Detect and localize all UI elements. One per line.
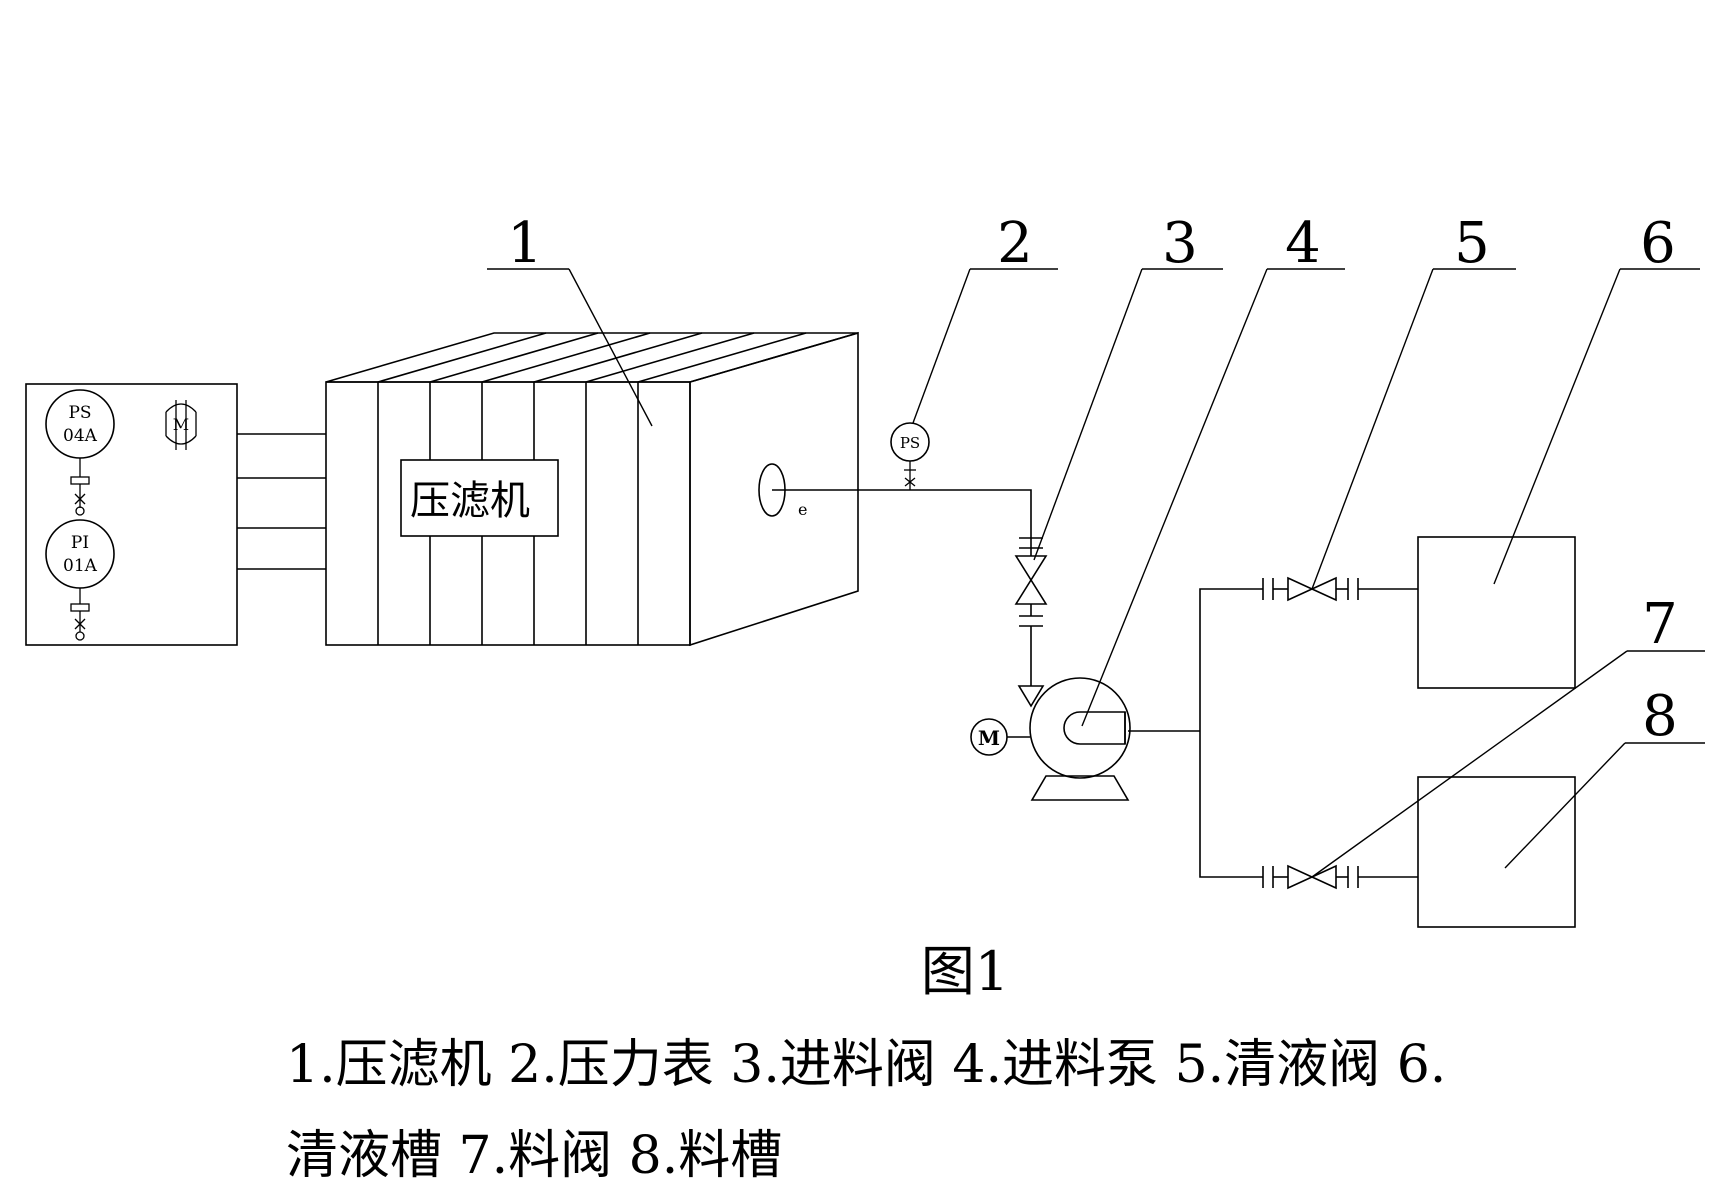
callout-7: 7 bbox=[1642, 592, 1678, 657]
callout-3: 3 bbox=[1162, 211, 1198, 276]
pi01a-tag-line1: PI bbox=[71, 533, 89, 553]
ps04a-tag-line2: 04A bbox=[63, 426, 98, 446]
callout-8: 8 bbox=[1642, 684, 1678, 749]
port-label: e bbox=[798, 500, 807, 519]
panel-motor-icon: M bbox=[165, 400, 197, 450]
callout-2: 2 bbox=[997, 211, 1033, 276]
pi01a-gauge-icon: PI 01A bbox=[45, 519, 115, 641]
callouts: 1 2 3 4 5 6 7 8 bbox=[487, 211, 1705, 878]
filter-press: 压滤机 e bbox=[325, 331, 859, 647]
panel-motor-label: M bbox=[173, 415, 189, 434]
material-valve-icon bbox=[1262, 864, 1418, 890]
legend-line-2: 清液槽 7.料阀 8.料槽 bbox=[286, 1126, 782, 1186]
pressure-switch-icon: PS bbox=[890, 422, 930, 490]
pi01a-tag-line2: 01A bbox=[63, 556, 98, 576]
clear-liquid-tank bbox=[1417, 536, 1576, 689]
ps04a-gauge-icon: PS 04A bbox=[45, 389, 115, 516]
material-tank bbox=[1417, 776, 1576, 928]
control-panel: PS 04A PI 01A bbox=[25, 383, 238, 646]
clear-liquid-valve-icon bbox=[1262, 576, 1418, 602]
callout-6: 6 bbox=[1640, 211, 1676, 276]
callout-1: 1 bbox=[507, 211, 543, 276]
feed-pump-icon: M bbox=[970, 677, 1200, 801]
pump-motor-label: M bbox=[978, 726, 1000, 750]
feed-valve-icon bbox=[1014, 528, 1048, 686]
filter-press-label: 压滤机 bbox=[410, 478, 530, 524]
panel-connection-lines bbox=[237, 433, 326, 570]
pressure-switch-label: PS bbox=[900, 434, 920, 452]
callout-4: 4 bbox=[1285, 211, 1321, 276]
legend-line-1: 1.压滤机 2.压力表 3.进料阀 4.进料泵 5.清液阀 6. bbox=[286, 1035, 1446, 1095]
discharge-manifold bbox=[1199, 588, 1263, 878]
callout-5: 5 bbox=[1454, 211, 1490, 276]
figure-caption: 图1 bbox=[921, 940, 1009, 1003]
ps04a-tag-line1: PS bbox=[68, 403, 91, 423]
feed-pipe: PS bbox=[772, 422, 1048, 686]
